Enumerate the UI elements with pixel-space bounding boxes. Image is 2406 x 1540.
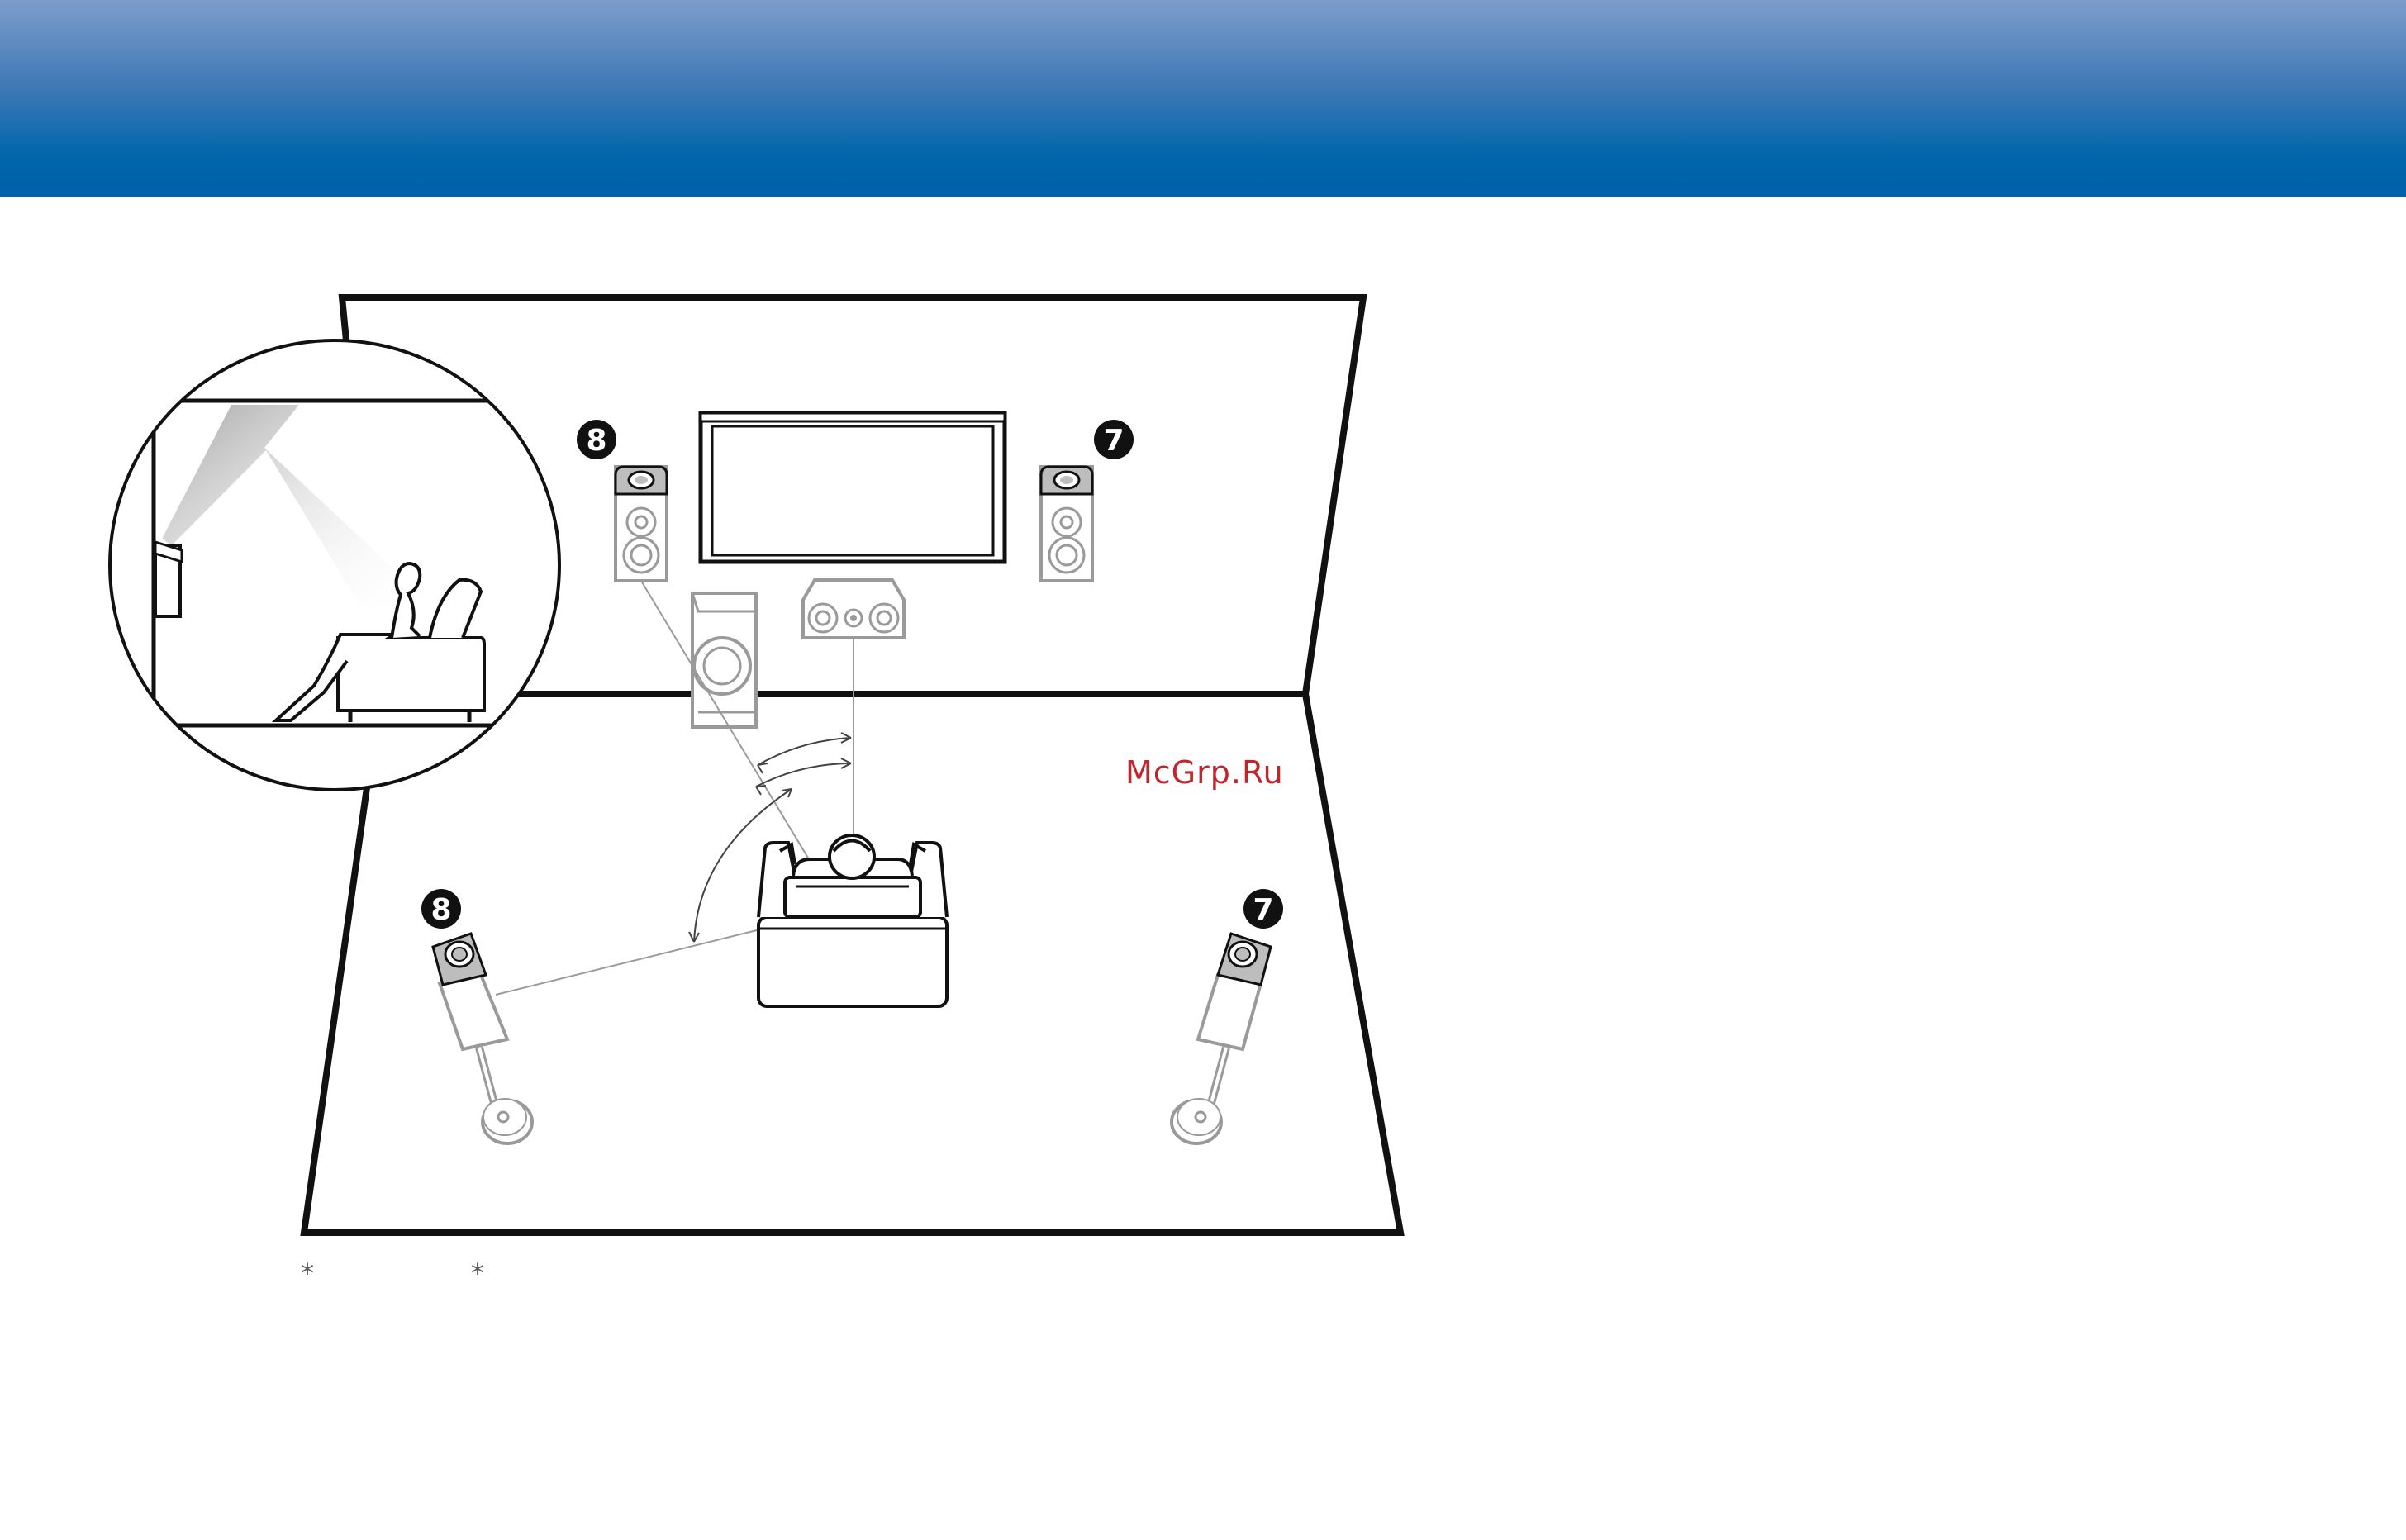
subwoofer — [692, 593, 756, 727]
badge-rear-left: 8 — [421, 889, 461, 929]
front-left-speaker — [616, 467, 667, 581]
television — [701, 413, 1005, 562]
badge-rear-right: 7 — [1243, 889, 1283, 929]
badge-label: 7 — [1253, 893, 1273, 927]
watermark-text: McGrp.Ru — [1125, 754, 1284, 791]
center-speaker — [803, 580, 904, 638]
badge-front-left: 8 — [577, 420, 616, 459]
footnote-mark: * — [301, 1257, 314, 1289]
badge-label: 8 — [586, 424, 606, 458]
footnote-mark: * — [471, 1257, 484, 1289]
badge-label: 7 — [1103, 424, 1124, 458]
badge-front-right: 7 — [1094, 420, 1134, 459]
front-right-speaker — [1041, 467, 1092, 581]
badge-label: 8 — [430, 893, 451, 927]
